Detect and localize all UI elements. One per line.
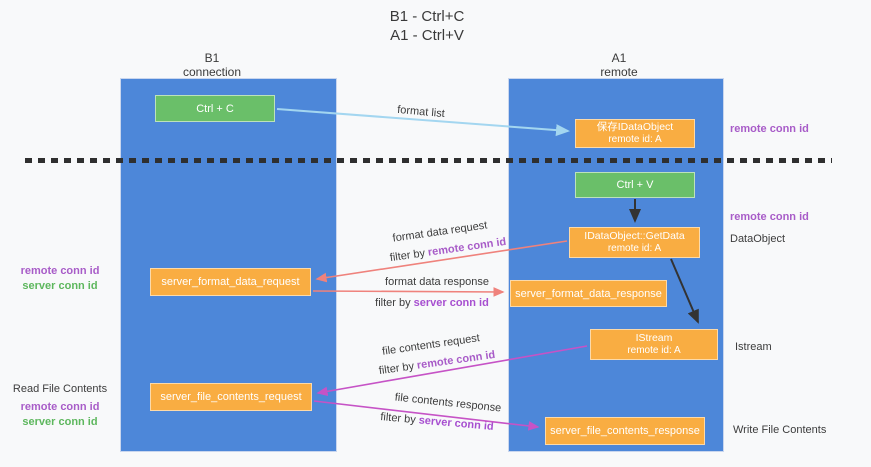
node-file-response-label: server_file_contents_response xyxy=(550,425,700,437)
node-ctrl-c: Ctrl + C xyxy=(155,95,275,122)
node-file-request-label: server_file_contents_request xyxy=(160,391,302,403)
label-format-list: format list xyxy=(396,103,446,121)
label-format-data-response: format data response xyxy=(385,276,489,288)
node-ctrl-v-label: Ctrl + V xyxy=(616,179,654,191)
filter-key-server-conn-id: server conn id xyxy=(413,297,489,309)
node-server-file-contents-request: server_file_contents_request xyxy=(150,383,312,411)
lane-header-b1: B1 connection xyxy=(132,51,292,79)
node-save-idataobject-line2: remote id: A xyxy=(608,134,662,145)
node-idataobject-getdata: IDataObject::GetData remote id: A xyxy=(569,227,700,258)
label-file-contents-response: file contents response xyxy=(394,391,502,415)
title-line-1: B1 - Ctrl+C xyxy=(389,8,465,25)
node-server-format-data-request: server_format_data_request xyxy=(150,268,311,296)
node-ctrl-c-label: Ctrl + C xyxy=(196,102,234,115)
label-remote-conn-id-top: remote conn id xyxy=(730,123,809,135)
node-istream-line2: remote id: A xyxy=(627,345,681,356)
label-istream: Istream xyxy=(735,341,772,353)
diagram-title: B1 - Ctrl+C A1 - Ctrl+V xyxy=(0,7,854,45)
lane-a1-name: A1 xyxy=(611,51,627,65)
format-data-response-arrow xyxy=(312,287,505,297)
node-getdata-line2: remote id: A xyxy=(607,243,662,254)
node-save-idataobject: 保存IDataObject remote id: A xyxy=(575,119,695,148)
node-format-request-label: server_format_data_request xyxy=(161,276,300,288)
node-istream: IStream remote id: A xyxy=(590,329,718,360)
lane-a1-subtitle: remote xyxy=(600,65,638,79)
label-left-file-remote-conn-id: remote conn id xyxy=(20,401,100,413)
title-line-2: A1 - Ctrl+V xyxy=(390,27,464,44)
filter-key-server-conn-id: server conn id xyxy=(418,414,495,433)
label-dataobject: DataObject xyxy=(730,233,786,245)
label-left-format-remote-conn-id: remote conn id xyxy=(20,265,100,277)
label-write-file-contents: Write File Contents xyxy=(733,424,827,436)
dashed-separator-line xyxy=(25,158,832,163)
label-read-file-contents: Read File Contents xyxy=(12,383,108,395)
node-getdata-line1: IDataObject::GetData xyxy=(584,230,685,242)
node-ctrl-v: Ctrl + V xyxy=(575,172,695,198)
label-remote-conn-id-mid: remote conn id xyxy=(730,211,809,223)
lane-b1-name: B1 xyxy=(204,51,220,65)
filter-prefix: filter by xyxy=(379,411,417,427)
node-server-format-data-response: server_format_data_response xyxy=(510,280,667,307)
node-istream-line1: IStream xyxy=(635,332,673,344)
filter-key-remote-conn-id: remote conn id xyxy=(416,348,496,372)
label-left-file-server-conn-id: server conn id xyxy=(22,416,98,428)
node-save-idataobject-line1: 保存IDataObject xyxy=(596,121,674,133)
node-server-file-contents-response: server_file_contents_response xyxy=(545,417,705,445)
filter-prefix: filter by xyxy=(378,360,415,378)
label-left-format-server-conn-id: server conn id xyxy=(22,280,98,292)
filter-prefix: filter by xyxy=(389,247,426,265)
filter-key-remote-conn-id: remote conn id xyxy=(427,235,507,259)
node-format-response-label: server_format_data_response xyxy=(515,287,662,300)
lane-header-a1: A1 remote xyxy=(539,51,699,79)
lane-b1-subtitle: connection xyxy=(182,65,242,79)
filter-prefix: filter by xyxy=(375,297,411,309)
